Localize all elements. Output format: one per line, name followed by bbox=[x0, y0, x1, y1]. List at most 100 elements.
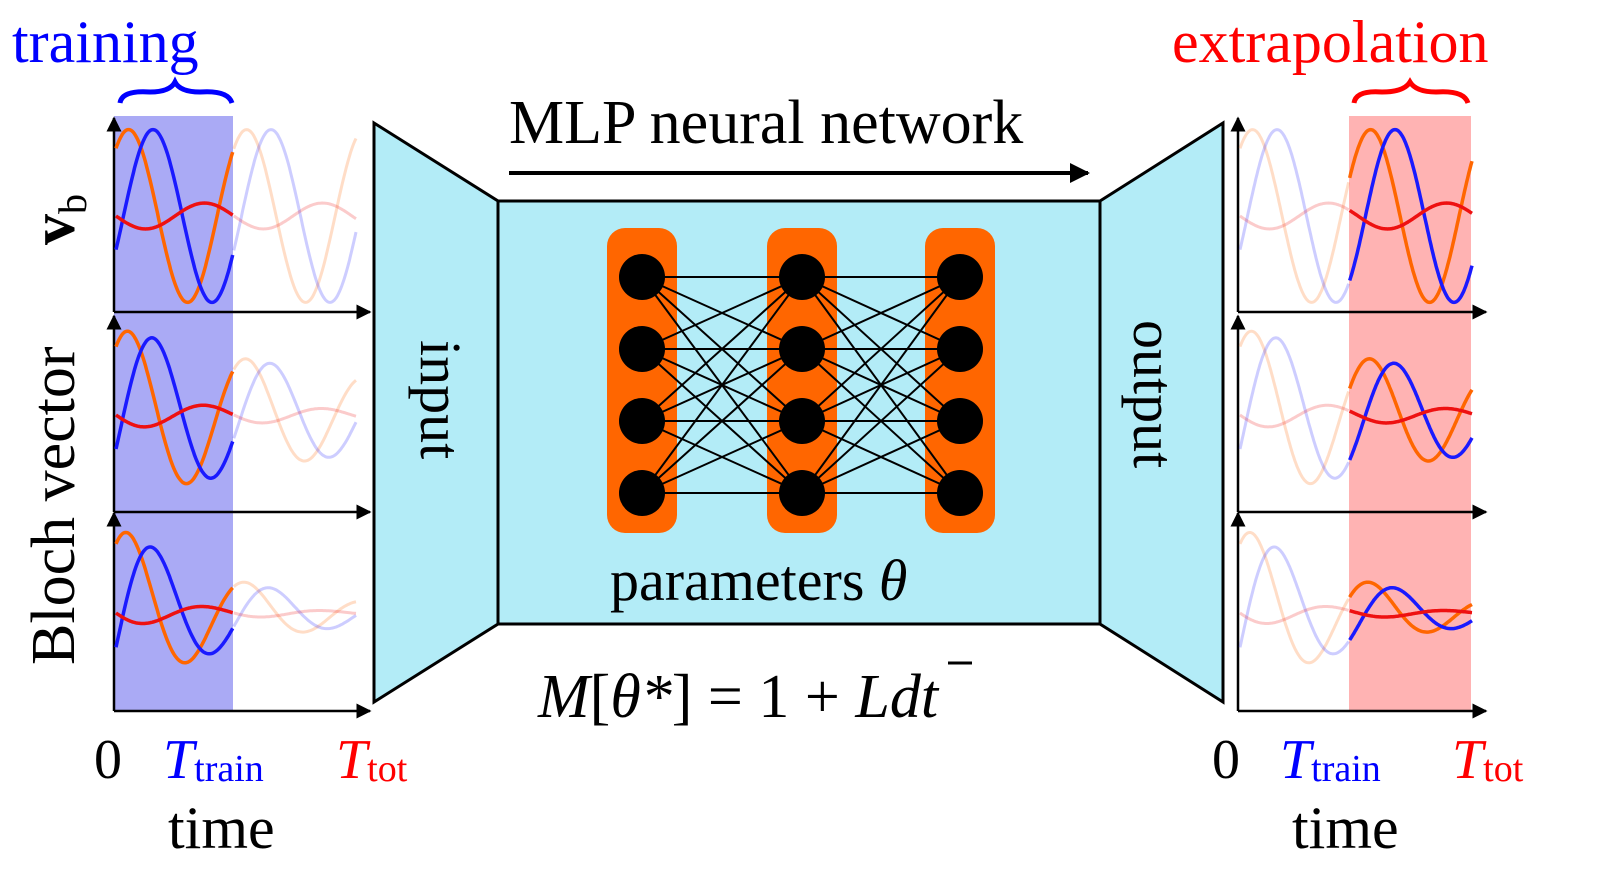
right-faded-orange-curve-1 bbox=[1238, 329, 1351, 486]
connection-0-3-0 bbox=[641, 276, 803, 494]
neuron-2-3 bbox=[937, 470, 983, 516]
left-orange-curve-2 bbox=[114, 530, 234, 665]
neuron-0-3 bbox=[619, 470, 665, 516]
bloch-vector-label: Bloch vector bbox=[20, 346, 88, 665]
left-orange-curve-1 bbox=[114, 329, 235, 486]
left-ttrain-sub: train bbox=[194, 748, 264, 790]
neuron-1-2 bbox=[779, 398, 825, 444]
network-group: MLP neural network input output paramete… bbox=[372, 89, 1225, 731]
left-faded-blue-curve-2 bbox=[232, 586, 357, 631]
right-orange-curve-1 bbox=[1348, 357, 1474, 463]
left-faded-orange-curve-1 bbox=[232, 357, 357, 463]
eq-m: M bbox=[537, 663, 593, 731]
right-ttrain-label: T bbox=[1280, 729, 1315, 791]
extrapolation-brace-icon bbox=[1351, 77, 1471, 105]
layer-pill-2 bbox=[925, 228, 995, 533]
left-panels bbox=[106, 116, 372, 719]
neuron-1-1 bbox=[779, 326, 825, 372]
left-faded-blue-curve-1 bbox=[232, 361, 358, 459]
right-red-curve-1 bbox=[1348, 406, 1473, 425]
left-blue-curve-1 bbox=[114, 336, 235, 480]
svg-text:Ttrain: Ttrain bbox=[1280, 729, 1381, 791]
right-faded-blue-curve-2 bbox=[1238, 545, 1350, 656]
connection-1-3-1 bbox=[801, 348, 961, 494]
theta-symbol: θ bbox=[879, 548, 908, 613]
parameters-label: parameters bbox=[610, 548, 879, 613]
connection-1-3-2 bbox=[801, 420, 961, 494]
connection-1-3-0 bbox=[801, 276, 961, 494]
left-orange-curve-0 bbox=[114, 127, 235, 305]
layer-pill-1 bbox=[767, 228, 837, 533]
left-zero-label: 0 bbox=[94, 729, 122, 791]
right-blue-curve-2 bbox=[1348, 585, 1473, 641]
vb-subscript: b bbox=[50, 194, 95, 214]
right-orange-curve-0 bbox=[1347, 127, 1474, 305]
neuron-0-2 bbox=[619, 398, 665, 444]
right-plot-group: extrapolation 0 Ttrain Ttot time bbox=[1172, 9, 1524, 861]
connection-0-1-0 bbox=[641, 276, 803, 350]
equation: M[θ*] = 1 + Ldt bbox=[537, 663, 940, 731]
left-blue-curve-0 bbox=[114, 127, 235, 305]
right-zero-label: 0 bbox=[1212, 729, 1240, 791]
output-label: output bbox=[1121, 320, 1186, 468]
layer-pills bbox=[607, 228, 995, 533]
left-red-curve-0 bbox=[114, 201, 234, 231]
input-label: input bbox=[408, 340, 473, 459]
right-faded-blue-curve-0 bbox=[1238, 128, 1351, 304]
eq-close: ] = 1 + bbox=[672, 663, 856, 731]
left-faded-orange-curve-0 bbox=[232, 128, 358, 304]
svg-text:Ttrain: Ttrain bbox=[163, 729, 264, 791]
left-red-curve-1 bbox=[114, 403, 234, 429]
left-plot-group: training Bloch vector vb 0 Ttrain Ttot t… bbox=[12, 9, 408, 861]
output-block bbox=[1098, 120, 1225, 705]
neuron-1-3 bbox=[779, 470, 825, 516]
neuron-0-0 bbox=[619, 254, 665, 300]
left-time-label: time bbox=[168, 795, 275, 861]
left-ttrain-label: T bbox=[163, 729, 198, 791]
left-faded-red-curve-2 bbox=[233, 609, 357, 619]
training-label: training bbox=[12, 9, 199, 75]
eq-l: L bbox=[854, 663, 889, 731]
right-time-label: time bbox=[1292, 795, 1399, 861]
right-ttrain-sub: train bbox=[1311, 748, 1381, 790]
network-layers bbox=[607, 228, 995, 533]
right-red-curve-0 bbox=[1348, 201, 1473, 231]
eq-theta-star: θ* bbox=[610, 663, 671, 731]
right-red-curve-2 bbox=[1349, 608, 1473, 619]
right-ttot-label: T bbox=[1452, 729, 1487, 791]
left-faded-red-curve-0 bbox=[232, 201, 357, 231]
right-blue-curve-1 bbox=[1348, 361, 1474, 461]
left-ttot-label: T bbox=[336, 729, 371, 791]
right-faded-orange-curve-0 bbox=[1238, 128, 1351, 304]
svg-text:Ttot: Ttot bbox=[336, 729, 408, 791]
training-brace-icon bbox=[117, 76, 235, 105]
right-panels bbox=[1230, 116, 1488, 719]
svg-text:Ttot: Ttot bbox=[1452, 729, 1524, 791]
right-orange-curve-2 bbox=[1348, 580, 1473, 634]
neuron-2-1 bbox=[937, 326, 983, 372]
neuron-2-0 bbox=[937, 254, 983, 300]
neuron-2-2 bbox=[937, 398, 983, 444]
vb-label-group: vb bbox=[20, 194, 95, 245]
layer-pill-0 bbox=[607, 228, 677, 533]
extrapolation-label: extrapolation bbox=[1172, 9, 1489, 75]
right-faded-red-curve-2 bbox=[1239, 605, 1350, 625]
left-faded-blue-curve-0 bbox=[232, 128, 358, 304]
connection-0-3-1 bbox=[641, 348, 803, 494]
svg-text:vb: vb bbox=[20, 194, 95, 245]
output-label-group: output bbox=[1121, 320, 1186, 468]
right-blue-curve-0 bbox=[1348, 127, 1474, 305]
left-red-curve-2 bbox=[114, 604, 234, 626]
connection-1-1-0 bbox=[801, 276, 961, 350]
eq-open: [ bbox=[590, 663, 611, 731]
eq-dt: dt bbox=[890, 663, 940, 731]
bloch-vector-axis-label: Bloch vector bbox=[20, 346, 88, 665]
parameters-text: parameters θ bbox=[610, 548, 907, 613]
right-faded-blue-curve-1 bbox=[1238, 336, 1350, 480]
left-blue-curve-2 bbox=[114, 545, 235, 656]
right-faded-orange-curve-2 bbox=[1238, 531, 1350, 665]
input-label-group: input bbox=[408, 340, 473, 459]
right-ttot-sub: tot bbox=[1483, 748, 1524, 790]
neuron-0-1 bbox=[619, 326, 665, 372]
